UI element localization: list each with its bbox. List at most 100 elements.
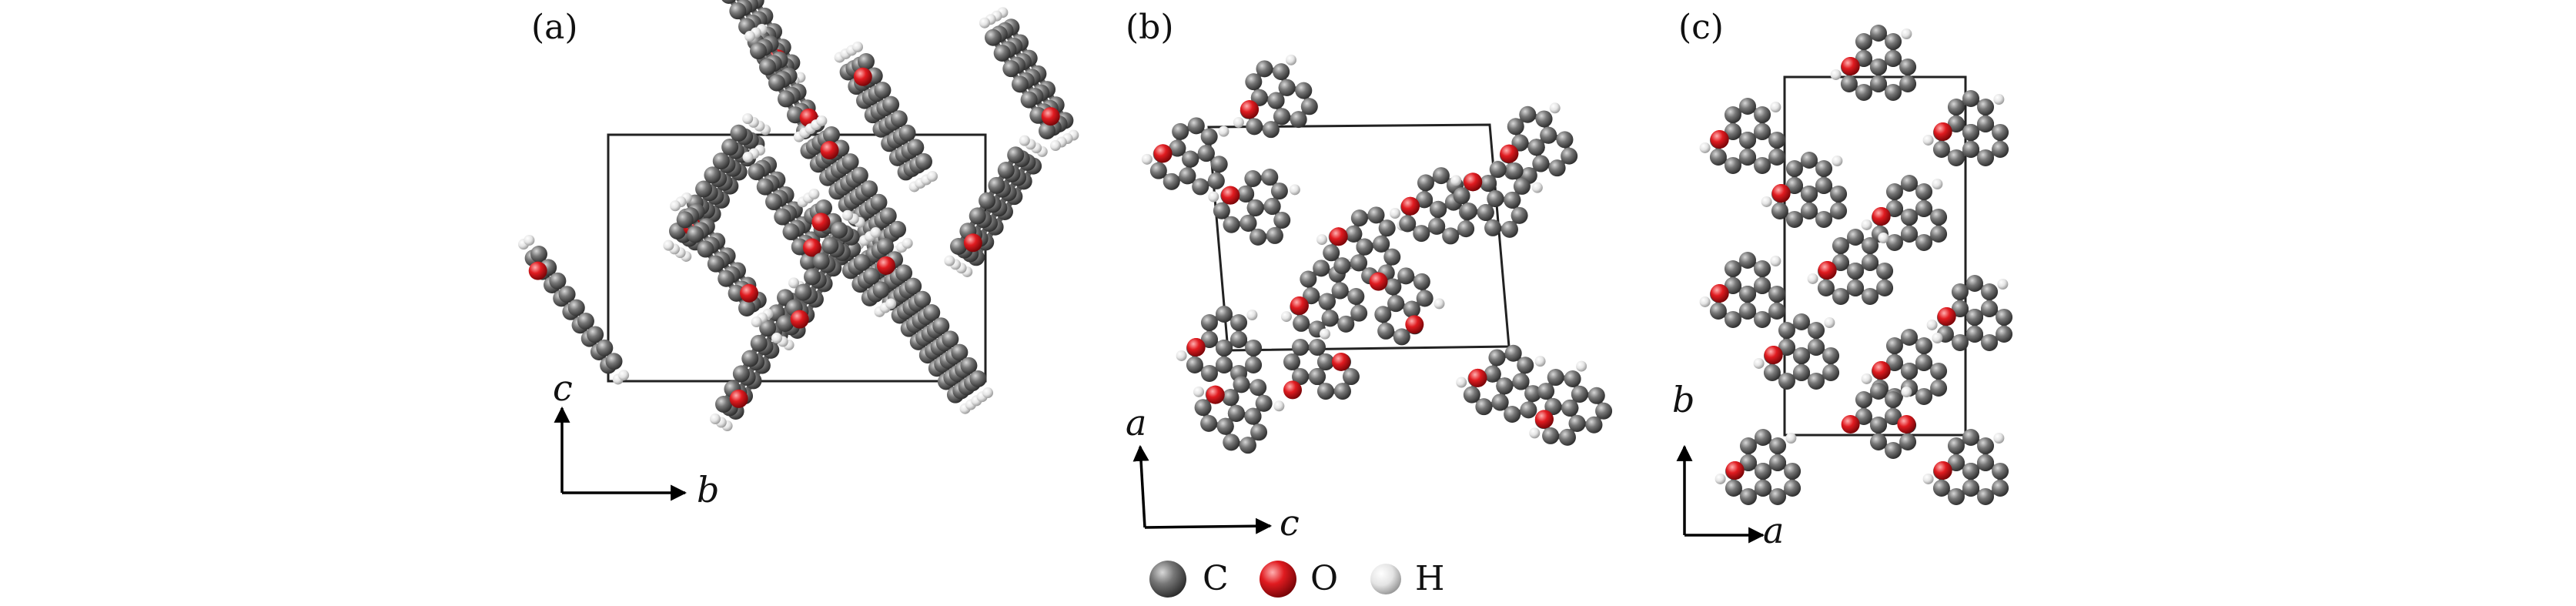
carbon-atom [1393, 328, 1410, 346]
carbon-atom [1755, 429, 1771, 446]
carbon-atom [1785, 176, 1803, 194]
carbon-atom [732, 365, 750, 383]
carbon-atom [1855, 391, 1872, 408]
carbon-atom [858, 53, 875, 70]
hydrogen-atom [1019, 135, 1030, 146]
carbon-atom [851, 166, 868, 184]
carbon-atom [1222, 389, 1239, 407]
carbon-atom [1496, 377, 1514, 395]
carbon-atom [1793, 347, 1811, 364]
carbon-atom [979, 192, 996, 209]
panel-c-axis-horizontal-label: a [1763, 510, 1784, 551]
carbon-atom [587, 326, 604, 343]
carbon-atom [1561, 399, 1579, 417]
oxygen-atom [1221, 186, 1240, 205]
panel-b-axes: a c [1126, 402, 1300, 544]
hydrogen-atom [1993, 433, 2005, 444]
carbon-atom [1239, 214, 1257, 232]
carbon-atom [1951, 283, 1969, 300]
carbon-atom [1915, 183, 1933, 200]
carbon-atom [1992, 479, 2009, 497]
carbon-atom [1169, 139, 1186, 157]
carbon-atom [1962, 479, 1980, 497]
hydrogen-atom [1761, 196, 1772, 207]
carbon-atom [1244, 407, 1262, 425]
carbon-atom [1947, 487, 1965, 505]
carbon-atom [1847, 279, 1865, 296]
oxygen-atom [963, 233, 982, 253]
hydrogen-atom [1176, 350, 1187, 361]
carbon-atom [1754, 260, 1771, 277]
oxygen-atom [820, 141, 839, 160]
oxygen-atom [1290, 296, 1309, 315]
carbon-atom [1862, 237, 1879, 254]
carbon-atom [787, 106, 804, 124]
panel-b-axis-horizontal-label: c [1280, 502, 1300, 544]
carbon-atom [1250, 89, 1268, 106]
oxygen-atom [1283, 380, 1302, 400]
hydrogen-atom [842, 209, 853, 221]
hydrogen-atom [1273, 400, 1285, 412]
legend-hydrogen-swatch [1370, 564, 1401, 594]
carbon-atom [1724, 156, 1741, 174]
oxygen-atom [1841, 56, 1860, 75]
panel-b-molecules [1141, 54, 1613, 454]
carbon-atom [1216, 339, 1233, 357]
carbon-atom [1801, 185, 1818, 203]
carbon-atom [1207, 172, 1225, 189]
carbon-atom [1901, 208, 1919, 226]
carbon-atom [1739, 98, 1756, 115]
carbon-atom [1870, 75, 1888, 92]
carbon-atom [1333, 383, 1351, 400]
carbon-atom [1981, 283, 1999, 300]
hydrogen-atom [1832, 156, 1843, 166]
hydrogen-atom [1050, 140, 1061, 152]
carbon-atom [985, 28, 1002, 46]
carbon-atom [1962, 462, 1980, 480]
carbon-atom [1309, 338, 1326, 356]
carbon-atom [1250, 228, 1267, 246]
carbon-atom [1350, 254, 1367, 272]
carbon-atom [1564, 370, 1581, 387]
carbon-atom [1417, 174, 1434, 192]
carbon-atom [905, 277, 922, 295]
carbon-atom [1915, 233, 1933, 251]
carbon-atom [815, 199, 832, 216]
carbon-atom [1378, 219, 1396, 237]
hydrogen-atom [663, 239, 674, 251]
legend-hydrogen-label: H [1415, 559, 1444, 598]
carbon-atom [1223, 216, 1240, 233]
carbon-atom [1899, 58, 1917, 75]
carbon-atom [1724, 260, 1741, 277]
carbon-atom [718, 270, 735, 287]
hydrogen-atom [979, 17, 990, 28]
carbon-atom [676, 211, 694, 229]
carbon-atom [1513, 177, 1531, 195]
oxygen-atom [1464, 172, 1483, 192]
carbon-atom [1754, 106, 1771, 123]
carbon-atom [1500, 220, 1518, 238]
oxygen-atom [1818, 260, 1837, 280]
carbon-atom [782, 223, 800, 241]
oxygen-atom [740, 283, 759, 303]
carbon-atom [1815, 176, 1833, 194]
oxygen-atom [1771, 183, 1791, 203]
carbon-atom [1519, 105, 1537, 123]
carbon-atom [1808, 322, 1825, 339]
carbon-atom [1255, 394, 1273, 412]
carbon-atom [1981, 300, 1999, 317]
carbon-atom [756, 178, 774, 196]
carbon-atom [1237, 185, 1255, 203]
carbon-atom [549, 272, 567, 290]
carbon-atom [1149, 162, 1167, 179]
carbon-atom [1504, 191, 1521, 209]
carbon-atom [1387, 295, 1405, 313]
hydrogen-atom [710, 413, 721, 425]
oxygen-atom [1369, 272, 1388, 291]
hydrogen-atom [1529, 427, 1541, 439]
carbon-atom [1885, 441, 1902, 459]
hydrogen-atom [944, 255, 955, 266]
carbon-atom [1901, 329, 1918, 346]
carbon-atom [853, 253, 871, 271]
oxygen-atom [1933, 122, 1952, 141]
